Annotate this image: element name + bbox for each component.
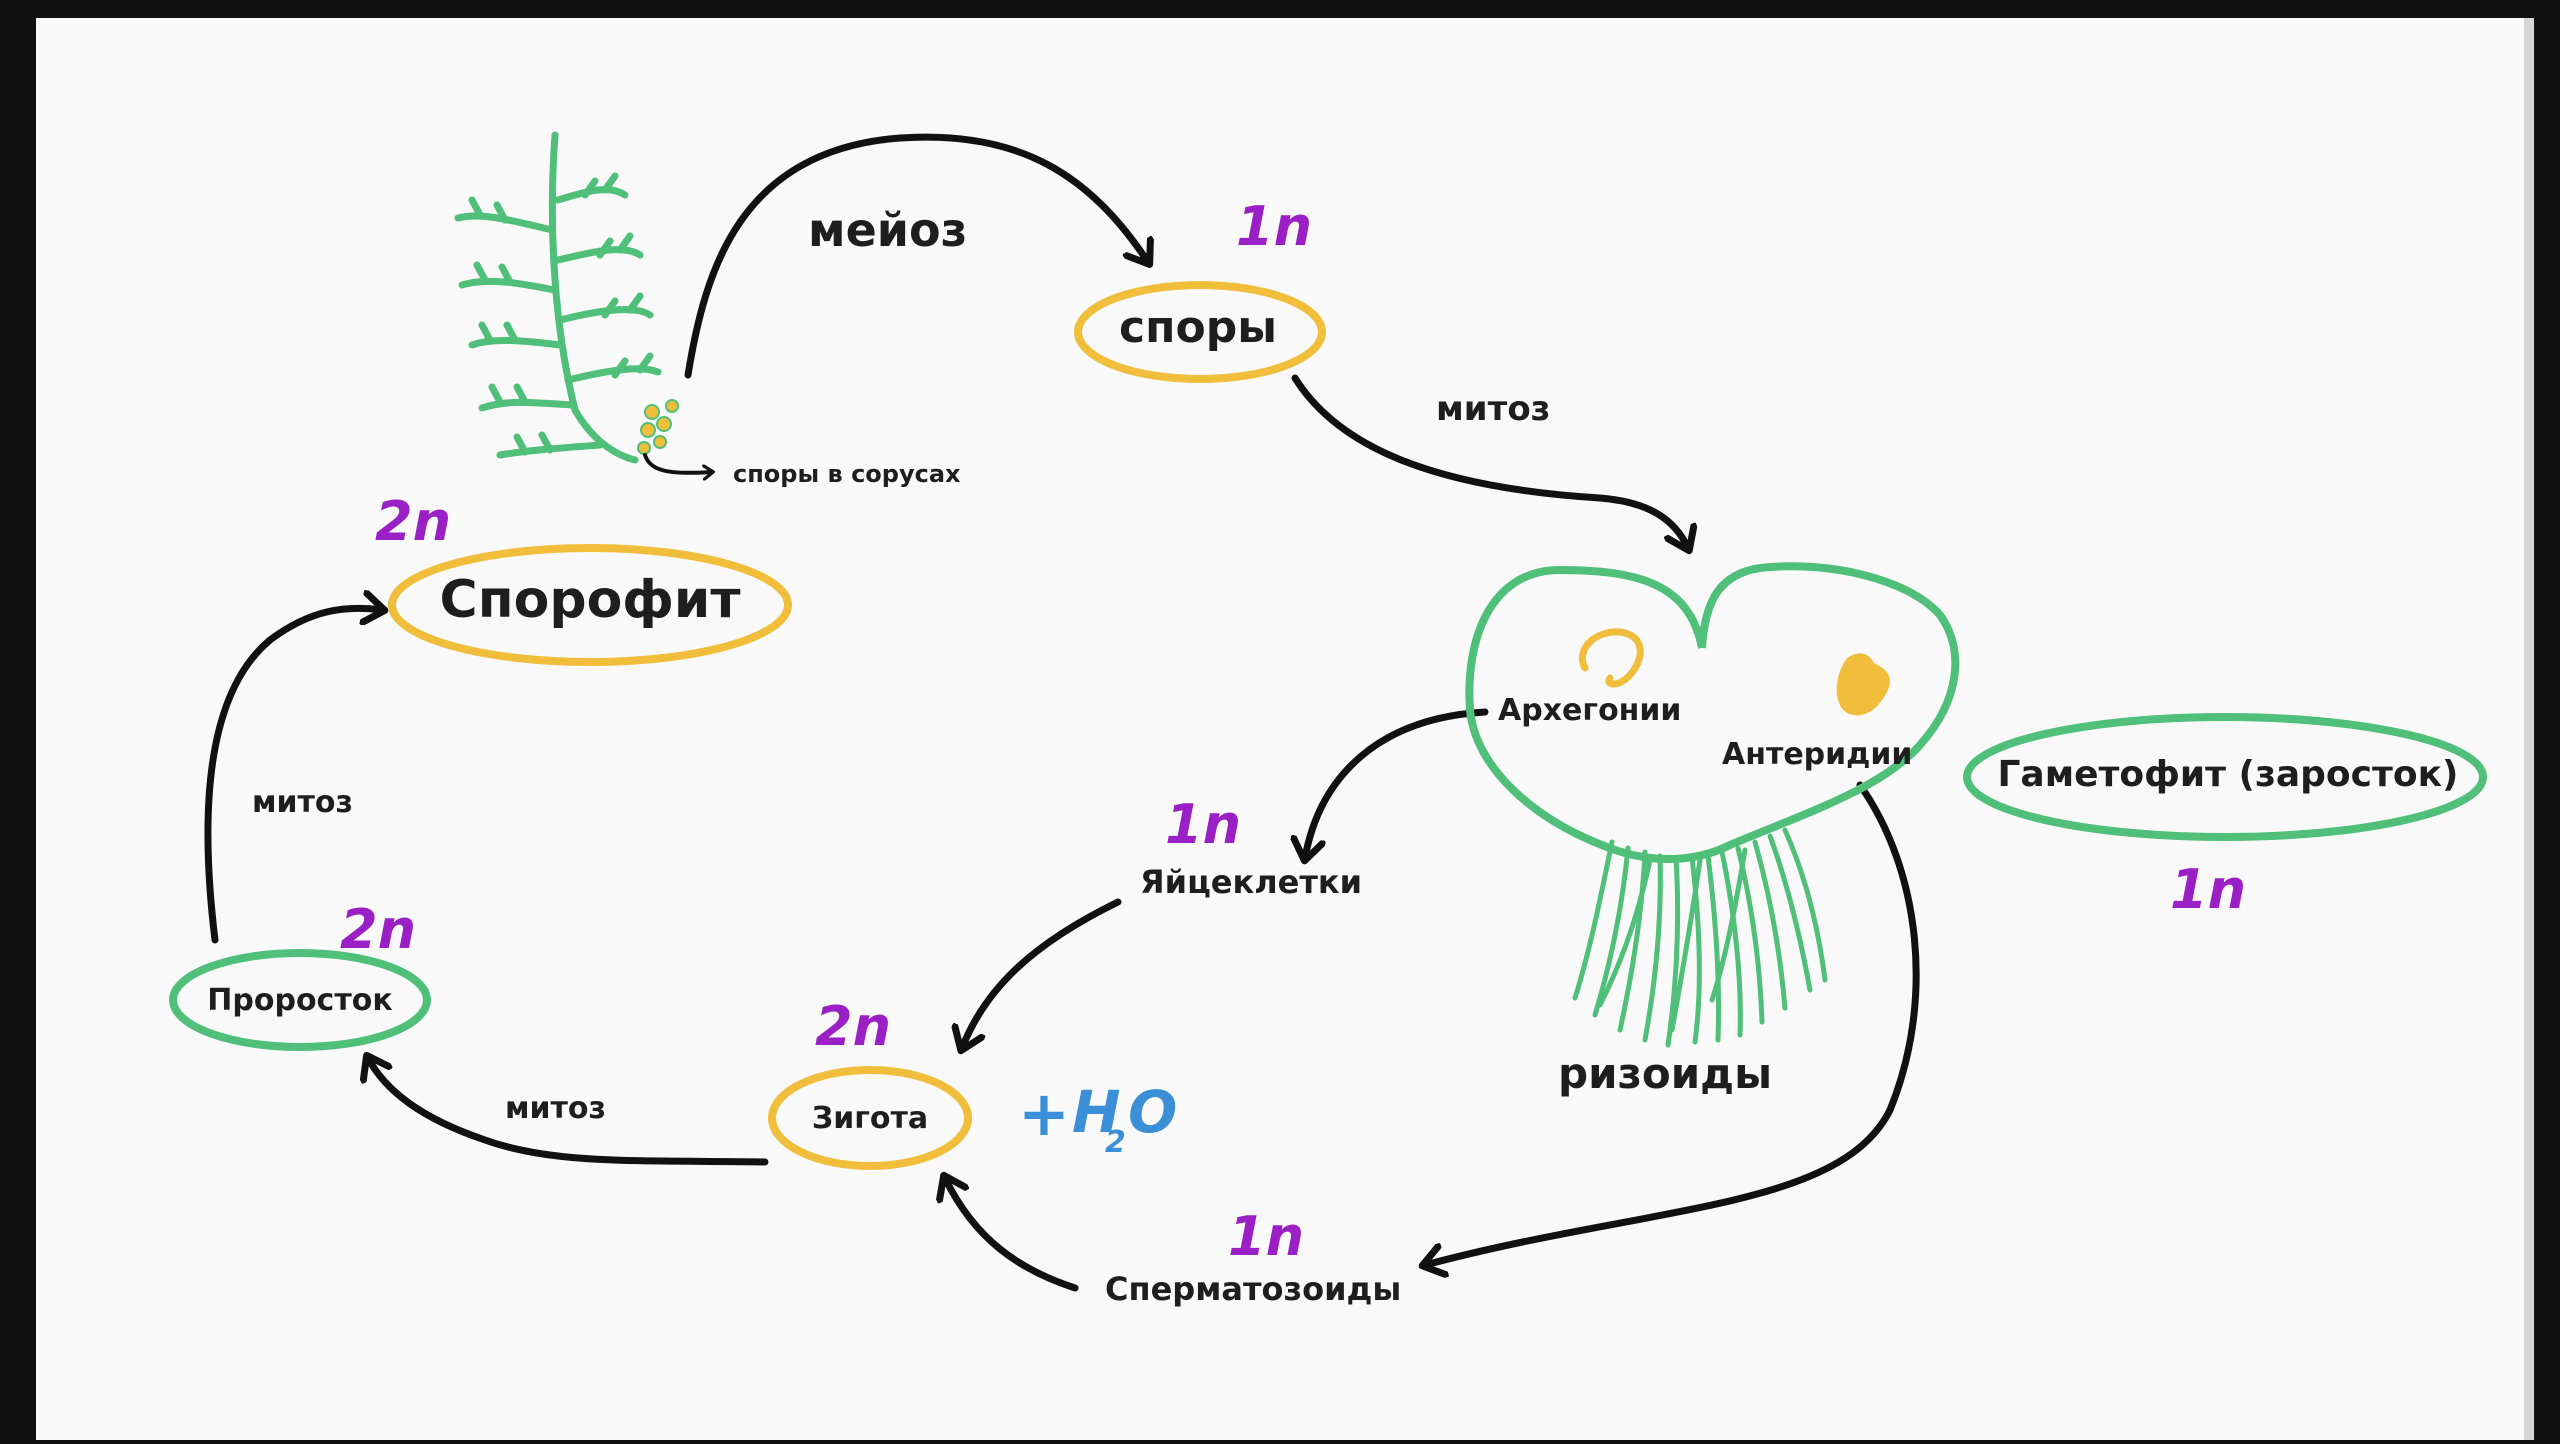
zygote-label: Зигота <box>812 1101 928 1136</box>
water-annotation: + H 2 O <box>1018 1077 1177 1160</box>
gametophyte-label: Гаметофит (заросток) <box>1997 754 2458 795</box>
spores-ring <box>1074 281 1326 383</box>
water-plus: + <box>1018 1077 1070 1150</box>
arrow-antheridia-to-sperm <box>1425 781 1920 1265</box>
sperm-label: Сперматозоиды <box>1105 1270 1401 1308</box>
ploidy-sporophyte: 2n <box>375 490 451 553</box>
ploidy-spores: 1n <box>1236 195 1312 258</box>
eggs-label: Яйцеклетки <box>1140 863 1362 901</box>
arrow-sori-pointer <box>643 453 712 473</box>
water-o: O <box>1128 1078 1177 1146</box>
sori-icon <box>637 399 679 455</box>
arrow-eggs-to-zygote <box>962 898 1122 1048</box>
water-h: H <box>1072 1078 1121 1146</box>
meiosis-label: мейоз <box>808 203 967 257</box>
fern-icon <box>454 131 679 464</box>
archegonium-icon <box>1579 628 1644 688</box>
ploidy-zygote: 2n <box>815 995 891 1058</box>
whiteboard-canvas <box>36 18 2524 1440</box>
ploidy-sperm: 1n <box>1228 1205 1304 1268</box>
arrow-sperm-to-zygote <box>945 1178 1079 1292</box>
zygote-ring <box>768 1066 972 1170</box>
ploidy-eggs: 1n <box>1165 793 1241 856</box>
canvas-right-edge <box>2524 18 2534 1440</box>
sporophyte-label: Спорофит <box>440 570 741 630</box>
arrow-sprout-to-sporophyte <box>204 608 382 944</box>
rhizoids-label: ризоиды <box>1558 1049 1772 1098</box>
sprout-label: Проросток <box>207 983 392 1018</box>
arrow-spores-to-gametophyte <box>1291 374 1688 548</box>
mitosis-spores-label: митоз <box>1436 389 1550 429</box>
arrow-meiosis <box>684 133 1148 379</box>
arrow-zygote-to-sprout <box>368 1058 769 1166</box>
gametophyte-ring <box>1963 713 2487 841</box>
sporophyte-ring <box>388 544 792 666</box>
ploidy-gametophyte: 1n <box>2170 858 2246 921</box>
mitosis-sprout-label: митоз <box>252 785 353 820</box>
sprout-ring <box>169 949 431 1051</box>
water-sub: 2 <box>1105 1125 1126 1160</box>
mitosis-zygote-label: митоз <box>505 1091 606 1126</box>
archegonia-label: Архегонии <box>1498 693 1681 728</box>
sori-label: споры в сорусах <box>733 460 961 488</box>
gametophyte-heart-icon <box>1465 562 1960 864</box>
antheridium-icon <box>1836 653 1890 716</box>
spores-label: споры <box>1119 302 1277 353</box>
antheridia-label: Антеридии <box>1722 737 1912 772</box>
arrow-archegonia-to-eggs <box>1305 708 1489 858</box>
ploidy-sprout: 2n <box>340 898 416 961</box>
rhizoids-icon <box>1572 827 1828 1048</box>
